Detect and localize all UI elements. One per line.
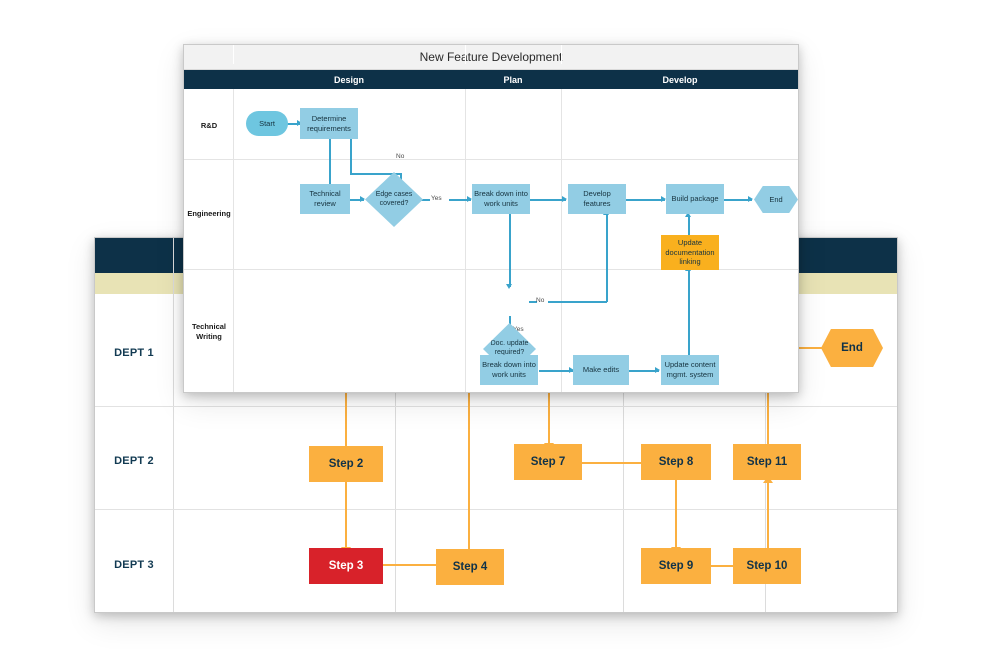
front-edge-yes-b — [449, 199, 471, 201]
front-arrow-breakdown-develop — [562, 196, 567, 202]
new-feature-development-card[interactable]: New Feature Development Design Plan Deve… — [183, 44, 799, 393]
front-edge-no-left — [350, 173, 402, 175]
back-edge-step2-step3 — [345, 478, 347, 550]
front-grid-line-v1 — [233, 89, 234, 392]
front-edge-label-no-docupdate: No — [536, 297, 545, 304]
front-arrow-yes-breakdown — [467, 196, 472, 202]
front-edge-techreview-edgecases — [350, 199, 364, 201]
front-edge-docno-up — [606, 215, 608, 302]
back-grid-line-v1 — [173, 238, 174, 612]
back-node-step9[interactable]: Step 9 — [641, 548, 711, 584]
front-arrow-build-end — [748, 196, 753, 202]
front-grid-line-v2 — [465, 89, 466, 392]
front-edge-breakdown-develop — [528, 199, 566, 201]
front-edge-start-determine — [287, 123, 300, 125]
front-node-make-edits[interactable]: Make edits — [573, 355, 629, 385]
front-edge-breakdown-docupdate — [509, 213, 511, 287]
front-lane-sep-1 — [184, 159, 798, 160]
front-lane-label-engineering: Engineering — [187, 209, 231, 218]
front-node-update-documentation-linking[interactable]: Update documentation linking — [661, 235, 719, 270]
front-edge-updatedoc-build — [688, 217, 690, 235]
front-node-edge-cases-covered[interactable]: Edge cases covered? — [365, 172, 423, 227]
front-node-breakdown-work-units-tw[interactable]: Break down into work units — [480, 355, 538, 385]
front-node-end[interactable]: End — [754, 186, 798, 213]
front-edge-yes-a — [421, 199, 430, 201]
front-edge-label-no-edgecases: No — [396, 153, 405, 160]
front-node-breakdown-work-units-eng[interactable]: Break down into work units — [472, 184, 530, 214]
front-edge-build-end — [722, 199, 752, 201]
back-edge-step3-step4 — [381, 564, 445, 566]
front-node-start[interactable]: Start — [246, 111, 288, 136]
back-grid-line-v4 — [765, 238, 766, 612]
back-edge-step7-step8 — [582, 462, 662, 464]
back-lane-label-dept1: DEPT 1 — [114, 347, 154, 359]
front-edge-develop-build — [625, 199, 665, 201]
back-edge-into-step4 — [468, 238, 470, 551]
front-header-row — [184, 70, 798, 89]
front-node-technical-review[interactable]: Technical review — [300, 184, 350, 214]
front-node-update-content-mgmt-system[interactable]: Update content mgmt. system — [661, 355, 719, 385]
front-lane-label-rnd: R&D — [200, 121, 218, 130]
front-edge-no-down-to-determine — [350, 123, 352, 174]
front-edge-label-yes-edgecases: Yes — [431, 195, 442, 202]
front-edge-makeedits-updatecms — [629, 370, 659, 372]
front-header-sep-1 — [233, 45, 234, 64]
front-column-header-develop: Develop — [662, 74, 698, 85]
front-arrow-updatedoc-build — [685, 212, 691, 217]
front-column-header-plan: Plan — [503, 74, 523, 85]
back-node-step7[interactable]: Step 7 — [514, 444, 582, 480]
front-arrow-techreview-edgecases — [360, 196, 365, 202]
back-lane-label-dept2: DEPT 2 — [114, 455, 154, 467]
back-edge-step8-step9 — [675, 478, 677, 550]
front-node-build-package[interactable]: Build package — [666, 184, 724, 214]
back-grid-line-v2 — [395, 238, 396, 612]
front-card-title: New Feature Development — [184, 45, 798, 70]
back-node-step8[interactable]: Step 8 — [641, 444, 711, 480]
front-edge-label-yes-docupdate: Yes — [513, 326, 524, 333]
front-edge-updatecms-updatedoc — [688, 270, 690, 357]
front-node-determine-requirements[interactable]: Determine requirements — [300, 108, 358, 139]
front-column-header-design: Design — [333, 74, 364, 85]
front-header-sep-3 — [561, 45, 562, 64]
back-lane-sep-2 — [95, 509, 897, 510]
front-node-develop-features[interactable]: Develop features — [568, 184, 626, 214]
front-edge-docno-a — [529, 301, 537, 303]
back-lane-label-dept3: DEPT 3 — [114, 559, 154, 571]
front-arrow-makeedits-updatecms — [655, 367, 660, 373]
front-edge-docno-b — [548, 301, 607, 303]
front-header-sep-2 — [465, 45, 466, 64]
back-node-step2[interactable]: Step 2 — [309, 446, 383, 482]
front-edge-breakdown2-makeedits — [539, 370, 573, 372]
back-node-step4[interactable]: Step 4 — [436, 549, 504, 585]
front-lane-sep-2 — [184, 269, 798, 270]
front-grid-line-v3 — [561, 89, 562, 392]
front-edge-determine-down — [329, 139, 331, 193]
back-node-end[interactable]: End — [821, 329, 883, 367]
back-grid-line-v3 — [623, 238, 624, 612]
back-edge-to-step2 — [345, 371, 347, 449]
front-arrow-start-determine — [297, 120, 302, 126]
front-arrow-breakdown-docupdate — [506, 284, 512, 289]
front-arrow-breakdown2-makeedits — [569, 367, 574, 373]
back-edge-step10-step11 — [767, 480, 769, 552]
back-node-step3[interactable]: Step 3 — [309, 548, 383, 584]
back-node-step11[interactable]: Step 11 — [733, 444, 801, 480]
back-node-step10[interactable]: Step 10 — [733, 548, 801, 584]
front-arrow-develop-build — [661, 196, 666, 202]
front-lane-label-techwriting: Technical Writing — [191, 322, 227, 342]
back-lane-sep-1 — [95, 406, 897, 407]
